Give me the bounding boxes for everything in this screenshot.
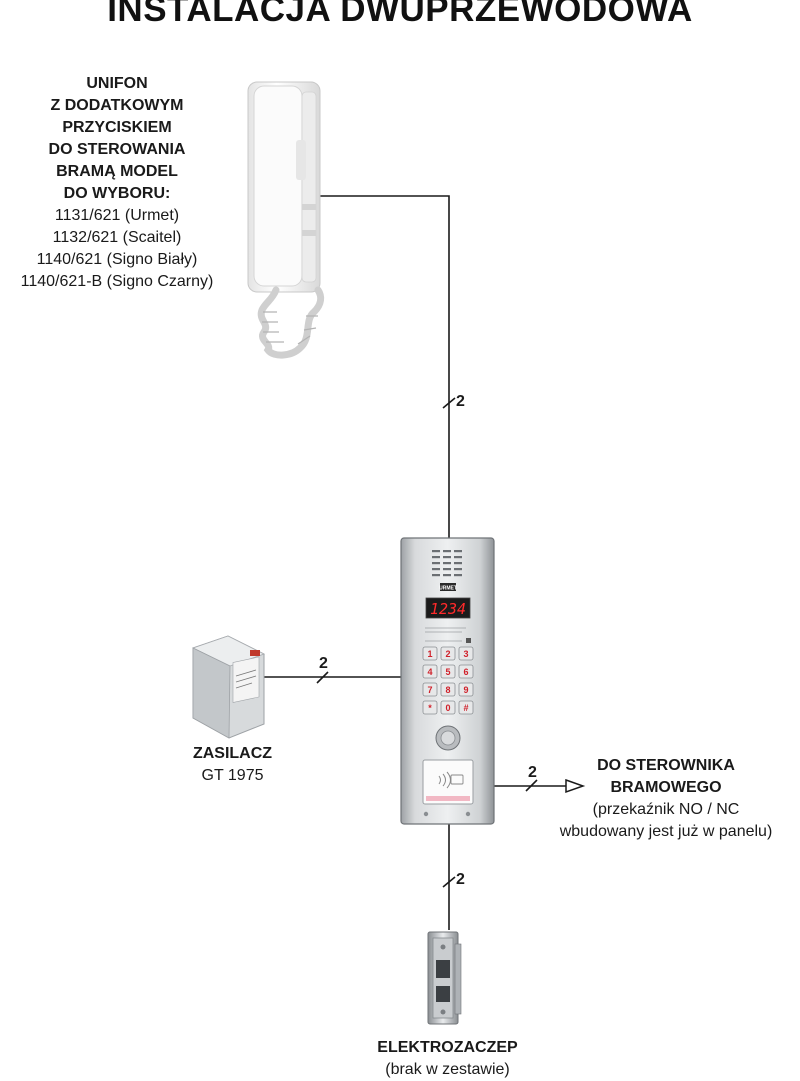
intercom-label-line: BRAMĄ MODEL — [56, 163, 178, 180]
svg-text:*: * — [428, 703, 432, 713]
svg-text:1: 1 — [427, 649, 432, 659]
panel-brand-text: URMET — [439, 586, 457, 592]
keypad-key[interactable]: 6 — [458, 664, 474, 679]
intercom-model: 1131/621 (Urmet) — [54, 207, 180, 224]
door-strike-name: ELEKTROZACZEP — [377, 1039, 518, 1056]
gate-controller-note: wbudowany jest już w panelu) — [559, 823, 773, 840]
keypad: 1 2 3 4 5 6 7 8 9 * 0 # — [422, 646, 474, 715]
page-title: INSTALACJA DWUPRZEWODOWA — [107, 0, 693, 29]
power-supply-model: GT 1975 — [201, 767, 264, 784]
svg-text:9: 9 — [463, 685, 468, 695]
power-supply-icon — [191, 635, 266, 739]
gate-controller-line: DO STEROWNIKA — [597, 757, 735, 774]
intercom-model: 1132/621 (Scaitel) — [52, 229, 182, 246]
svg-text:0: 0 — [445, 703, 450, 713]
intercom-label-line: DO STEROWANIA — [48, 141, 186, 158]
keypad-key[interactable]: 2 — [440, 646, 456, 661]
svg-text:2: 2 — [445, 649, 450, 659]
wires — [262, 195, 566, 930]
wire-count-gate: 2 — [528, 764, 537, 781]
wire-count-power: 2 — [319, 655, 328, 672]
keypad-key[interactable]: 8 — [440, 682, 456, 697]
keypad-key[interactable]: 3 — [458, 646, 474, 661]
keypad-key[interactable]: 7 — [422, 682, 438, 697]
svg-text:8: 8 — [445, 685, 450, 695]
wire-count-strike: 2 — [456, 871, 465, 888]
rfid-reader-icon — [422, 759, 474, 805]
door-strike-icon — [427, 931, 462, 1025]
svg-text:4: 4 — [427, 667, 432, 677]
door-strike-note: (brak w zestawie) — [385, 1061, 510, 1078]
svg-text:6: 6 — [463, 667, 468, 677]
keypad-key[interactable]: 1 — [422, 646, 438, 661]
door-strike-label: ELEKTROZACZEP (brak w zestawie) — [330, 1037, 565, 1081]
gate-controller-label: DO STEROWNIKA BRAMOWEGO (przekaźnik NO /… — [535, 755, 797, 843]
intercom-model: 1140/621 (Signo Biały) — [36, 251, 198, 268]
keypad-key[interactable]: 9 — [458, 682, 474, 697]
svg-text:5: 5 — [445, 667, 450, 677]
intercom-label: UNIFON Z DODATKOWYM PRZYCISKIEM DO STERO… — [0, 73, 234, 293]
gate-controller-note: (przekaźnik NO / NC — [592, 801, 740, 818]
svg-text:3: 3 — [463, 649, 468, 659]
door-panel-icon: URMET 1234 1 2 3 4 5 6 7 8 9 * 0 # — [400, 537, 495, 825]
power-supply-label: ZASILACZ GT 1975 — [165, 743, 300, 787]
panel-display-text: 1234 — [430, 600, 466, 618]
keypad-key[interactable]: 5 — [440, 664, 456, 679]
intercom-icon — [247, 81, 325, 359]
intercom-label-line: PRZYCISKIEM — [62, 119, 172, 136]
svg-text:#: # — [463, 703, 468, 713]
keypad-key[interactable]: 0 — [440, 700, 456, 715]
svg-text:7: 7 — [427, 685, 432, 695]
intercom-label-line: Z DODATKOWYM — [50, 97, 184, 114]
wire-intercom-panel — [318, 195, 450, 538]
keypad-key[interactable]: # — [458, 700, 474, 715]
gate-controller-line: BRAMOWEGO — [610, 779, 722, 796]
keypad-key[interactable]: * — [422, 700, 438, 715]
intercom-label-line: UNIFON — [86, 75, 148, 92]
power-supply-name: ZASILACZ — [192, 745, 273, 762]
intercom-model: 1140/621-B (Signo Czarny) — [20, 273, 214, 290]
wire-count-intercom: 2 — [456, 393, 465, 410]
gate-arrow-icon — [565, 778, 586, 794]
intercom-label-line: DO WYBORU: — [63, 185, 171, 202]
keypad-key[interactable]: 4 — [422, 664, 438, 679]
